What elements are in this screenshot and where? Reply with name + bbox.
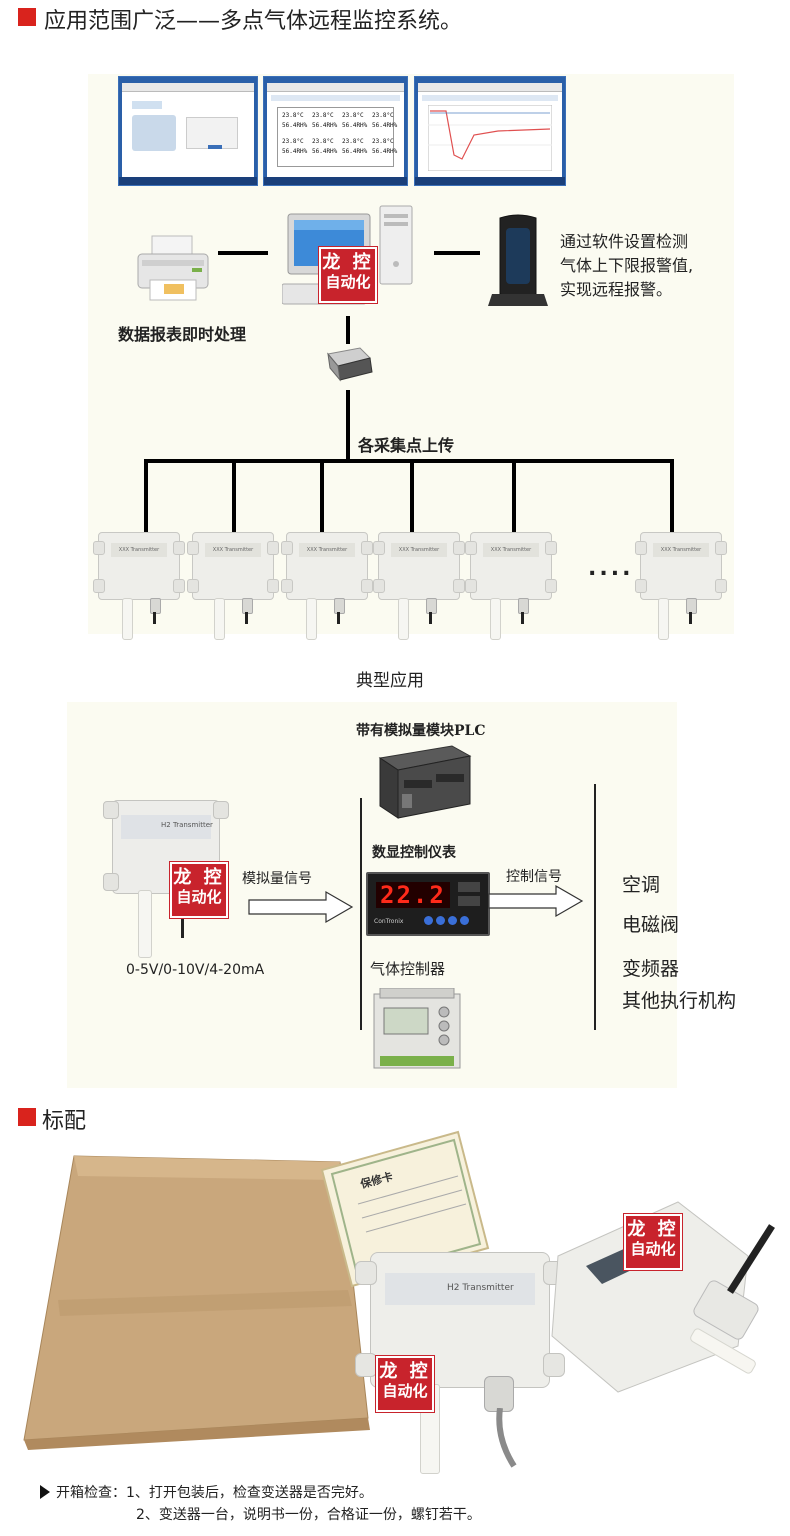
transmitter-5: XXX Transmitter xyxy=(465,532,557,600)
reading-2: 23.8°C xyxy=(312,112,334,119)
printer-icon xyxy=(137,235,209,301)
reading-1: 23.8°C xyxy=(282,112,304,119)
reading-15: 56.4RH% xyxy=(342,148,368,155)
converter-icon xyxy=(327,347,373,382)
output-range-label: 0-5V/0-10V/4-20mA xyxy=(126,962,265,978)
watermark-logo: 龙 控自动化 xyxy=(375,1355,435,1413)
reading-4: 23.8°C xyxy=(372,112,394,119)
reading-7: 56.4RH% xyxy=(342,122,368,129)
link-printer-computer xyxy=(218,251,268,255)
reading-5: 56.4RH% xyxy=(282,122,308,129)
package-gland xyxy=(484,1376,514,1412)
meter-brand: ConTronix xyxy=(374,918,404,925)
control-signal-label: 控制信号 xyxy=(506,869,562,885)
bus-drop-5 xyxy=(512,459,516,533)
transmitter-1: XXX Transmitter xyxy=(93,532,185,600)
actuator-3: 变频器 xyxy=(622,958,680,980)
software-login-screenshot xyxy=(118,76,258,186)
reading-13: 56.4RH% xyxy=(282,148,308,155)
h2-cable xyxy=(181,912,184,938)
watermark-logo: 龙 控自动化 xyxy=(623,1213,683,1271)
alarm-description-line-2: 气体上下限报警值, xyxy=(560,256,694,275)
software-curve-screenshot xyxy=(414,76,566,186)
reading-16: 56.4RH% xyxy=(372,148,398,155)
reading-8: 56.4RH% xyxy=(372,122,398,129)
bus-drop-2 xyxy=(232,459,236,533)
h2-transmitter-label: H2 Transmitter xyxy=(161,821,213,829)
link-computer-alarm xyxy=(434,251,480,255)
plc-icon xyxy=(378,745,472,819)
alarm-icon xyxy=(488,214,548,306)
plc-label: 带有模拟量模块PLC xyxy=(356,723,486,739)
digital-meter: 22.2 ConTronix xyxy=(366,872,490,936)
bus-drop-3 xyxy=(320,459,324,533)
meter-display: 22.2 xyxy=(380,881,446,909)
actuator-2: 电磁阀 xyxy=(622,914,680,936)
reading-3: 23.8°C xyxy=(342,112,364,119)
check-line-1: 开箱检查：1、打开包装后，检查变送器是否完好。 xyxy=(56,1485,373,1501)
alarm-description-line-1: 通过软件设置检测 xyxy=(560,232,689,251)
warranty-card-icon xyxy=(320,1130,490,1288)
arrow-analog-icon xyxy=(248,890,354,924)
reading-9: 23.8°C xyxy=(282,138,304,145)
meter-label: 数显控制仪表 xyxy=(372,845,456,861)
section-marker xyxy=(18,8,36,26)
actuator-4: 其他执行机构 xyxy=(622,990,737,1012)
package-transmitter-label: H2 Transmitter xyxy=(447,1283,514,1293)
transmitter-6: XXX Transmitter xyxy=(635,532,727,600)
reading-12: 23.8°C xyxy=(372,138,394,145)
section-title-standard: 标配 xyxy=(42,1109,87,1134)
reading-11: 23.8°C xyxy=(342,138,364,145)
check-line-2: 2、变送器一台，说明书一份，合格证一份，螺钉若干。 xyxy=(136,1507,481,1523)
meter-button-3 xyxy=(448,916,457,925)
package-cable-icon xyxy=(496,1408,517,1468)
meter-button-4 xyxy=(460,916,469,925)
curve-chart-icon xyxy=(428,105,552,171)
analog-signal-label: 模拟量信号 xyxy=(242,871,312,887)
alarm-description-line-3: 实现远程报警。 xyxy=(560,280,673,299)
gas-controller-icon xyxy=(373,988,461,1069)
bullet-arrow-icon xyxy=(40,1485,50,1499)
bus-line xyxy=(144,459,674,463)
watermark-logo: 龙 控自动化 xyxy=(169,861,229,919)
bus-drop-4 xyxy=(410,459,414,533)
divider-right xyxy=(594,784,596,1030)
h2-probe xyxy=(138,890,152,958)
bus-drop-6 xyxy=(670,459,674,533)
transmitter-4: XXX Transmitter xyxy=(373,532,465,600)
arrow-control-icon xyxy=(488,884,584,918)
meter-button-2 xyxy=(436,916,445,925)
upload-label: 各采集点上传 xyxy=(358,436,455,455)
software-table-screenshot: 23.8°C 23.8°C 23.8°C 23.8°C 56.4RH% 56.4… xyxy=(263,76,408,186)
link-computer-converter xyxy=(346,316,350,344)
link-converter-bus xyxy=(346,390,350,460)
gas-controller-label: 气体控制器 xyxy=(370,960,446,978)
watermark-logo: 龙 控自动化 xyxy=(318,246,378,304)
reading-14: 56.4RH% xyxy=(312,148,338,155)
report-label: 数据报表即时处理 xyxy=(118,325,247,344)
section-marker xyxy=(18,1108,36,1126)
cardboard-box-icon xyxy=(23,1155,370,1450)
divider-left xyxy=(360,798,362,1030)
typical-application-title: 典型应用 xyxy=(356,671,424,691)
actuator-1: 空调 xyxy=(622,874,661,896)
transmitter-3: XXX Transmitter xyxy=(281,532,373,600)
meter-button-1 xyxy=(424,916,433,925)
bus-drop-1 xyxy=(144,459,148,533)
reading-6: 56.4RH% xyxy=(312,122,338,129)
transmitter-2: XXX Transmitter xyxy=(187,532,279,600)
more-points-dots: .... xyxy=(588,556,634,581)
reading-10: 23.8°C xyxy=(312,138,334,145)
section-title-application: 应用范围广泛——多点气体远程监控系统。 xyxy=(44,9,463,34)
